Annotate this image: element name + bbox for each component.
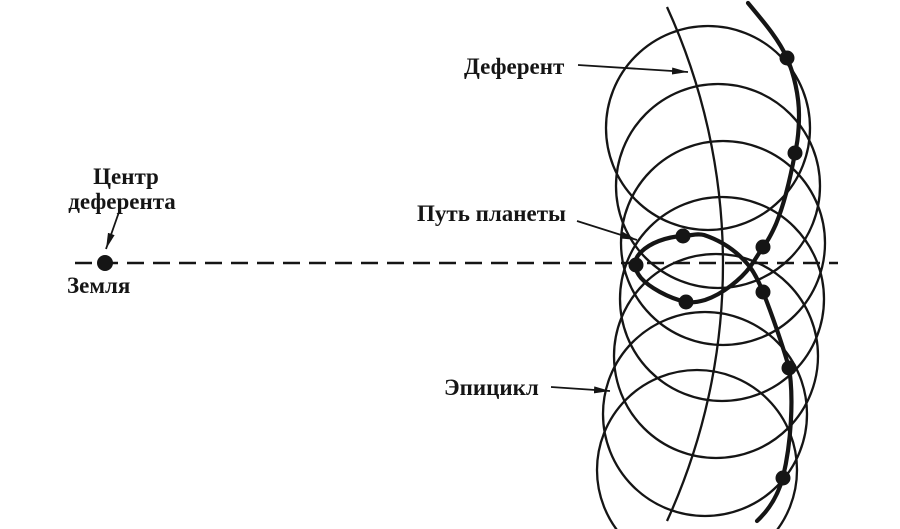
planet-path-arrow — [576, 220, 638, 241]
planet-position-dot — [775, 470, 791, 486]
planet-position-dot — [678, 294, 694, 310]
epicycle-circle — [618, 195, 826, 403]
epicycle-label: Эпицикл — [444, 375, 539, 400]
epicycle-circle — [619, 139, 827, 347]
deferent-arc — [665, 6, 725, 522]
planet-position-dot — [675, 228, 691, 244]
planet-position-dot — [755, 284, 771, 300]
epicycle-circle — [601, 310, 809, 518]
planet-position-dot — [787, 145, 803, 161]
epicycle-circle — [604, 24, 812, 232]
planet-position-dot — [779, 50, 795, 66]
epicycle-circle — [595, 368, 799, 529]
planet-position-dot — [628, 257, 644, 273]
diagram-geometry — [75, 0, 838, 529]
epicycle-circle — [612, 252, 820, 460]
planet-path-label: Путь планеты — [417, 201, 566, 226]
planet-position-dot — [755, 239, 771, 255]
deferent-center-label-line2: деферента — [68, 189, 176, 214]
epicycle-arrow — [550, 386, 611, 394]
earth-label: Земля — [67, 273, 130, 298]
deferent-center-label-line1: Центр — [93, 164, 159, 189]
planet-position-dot — [781, 360, 797, 376]
deferent-label: Деферент — [464, 54, 565, 79]
earth-dot — [97, 255, 113, 271]
epicycle-circle — [614, 82, 822, 290]
deferent-arrow — [577, 64, 689, 75]
deferent-center-arrow — [105, 211, 120, 250]
